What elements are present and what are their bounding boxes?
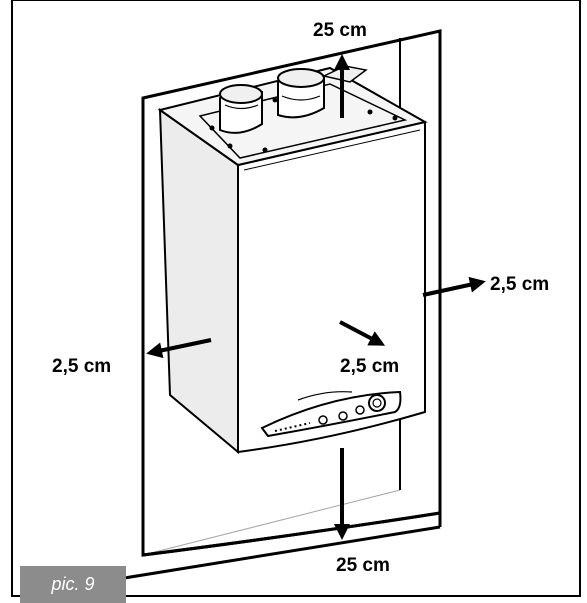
arrow-icon xyxy=(146,338,212,359)
arrow-icon xyxy=(422,276,486,297)
niche-bottom-curve xyxy=(142,511,441,557)
clearance-bottom-label: 25 cm xyxy=(336,555,390,576)
clearance-left-label: 2,5 cm xyxy=(52,356,112,377)
niche-inner-bottom xyxy=(142,489,401,556)
floor-curve xyxy=(117,525,441,581)
clearance-front-label: 2,5 cm xyxy=(340,356,400,377)
figure-caption: pic. 9 xyxy=(51,574,95,594)
boiler-icon xyxy=(157,65,428,455)
clearance-top-label: 25 cm xyxy=(313,20,367,41)
outer-frame xyxy=(11,0,581,597)
arrow-icon xyxy=(339,320,386,346)
clearance-right-label: 2,5 cm xyxy=(490,274,550,295)
figure-caption-box: pic. 9 xyxy=(20,566,126,603)
